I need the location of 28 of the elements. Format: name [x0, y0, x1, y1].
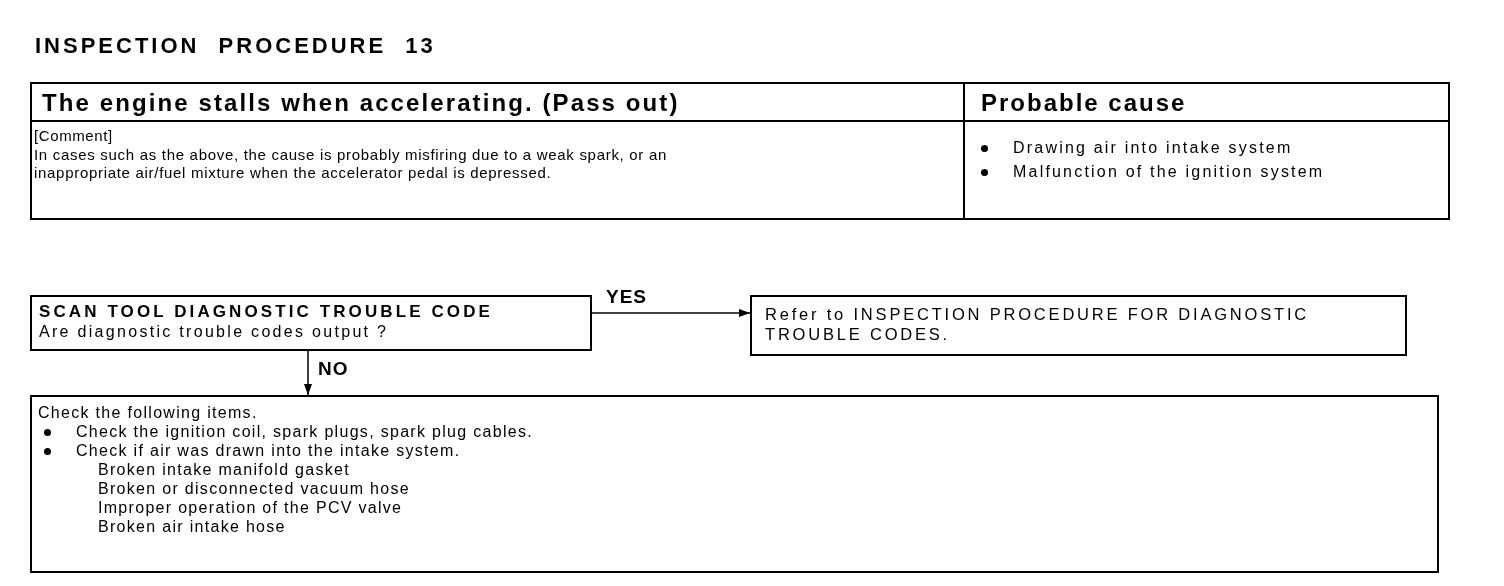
check-item: Check if air was drawn into the intake system. [76, 441, 461, 460]
edge-label: YES [606, 286, 648, 308]
process-box [750, 295, 1407, 356]
process-box [30, 395, 1439, 573]
sub-item: Improper operation of the PCV valve [98, 498, 403, 517]
sub-item: Broken intake manifold gasket [98, 460, 351, 479]
sub-item: Broken or disconnected vacuum hose [98, 479, 410, 498]
table-header-cell [963, 82, 1450, 122]
arrow [591, 309, 751, 317]
comment-label: [Comment] [34, 127, 113, 146]
cause-item: Malfunction of the ignition system [1013, 162, 1325, 182]
instruction-text: Check the following items. [38, 403, 258, 422]
table-cell [30, 120, 965, 220]
problem-heading: The engine stalls when accelerating. (Pass out) [42, 89, 680, 117]
decision-box [30, 295, 592, 351]
instruction-text: Refer to INSPECTION PROCEDURE FOR DIAGNOSTIC TROUBLE CODES. [765, 304, 1310, 344]
sub-item: Broken air intake hose [98, 517, 286, 536]
box-heading: SCAN TOOL DIAGNOSTIC TROUBLE CODE [39, 302, 493, 322]
check-item: Check the ignition coil, spark plugs, spark plug cables. [76, 422, 533, 441]
table-cell [963, 120, 1450, 220]
comment-text: In cases such as the above, the cause is probably misfiring due to a weak spark, or an inappropriate air/fuel mixture when the accelerator pedal is depressed. [34, 145, 668, 183]
edge-label: NO [318, 358, 349, 380]
arrow [304, 350, 312, 396]
cause-item: Drawing air into intake system [1013, 138, 1293, 158]
question-text: Are diagnostic trouble codes output ? [39, 322, 389, 342]
page-title: INSPECTION PROCEDURE 13 [35, 33, 436, 59]
column-heading: Probable cause [981, 89, 1187, 117]
table-header-cell [30, 82, 965, 122]
